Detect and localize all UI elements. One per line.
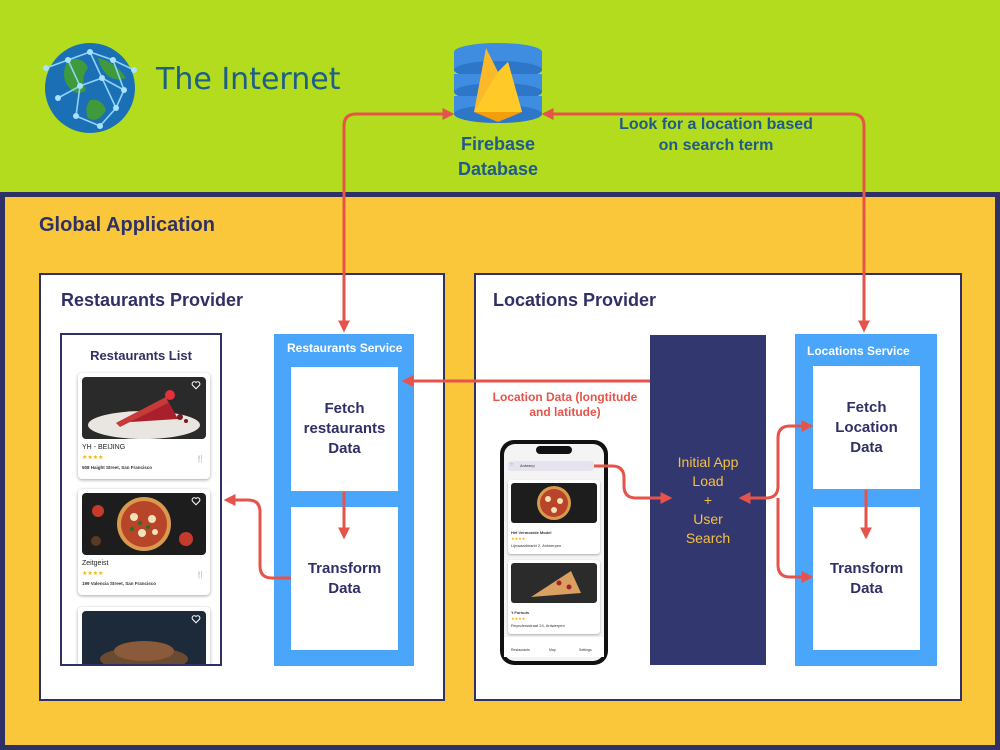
restaurant-name: YH - BEIJING bbox=[82, 444, 126, 451]
step-line: Data bbox=[328, 579, 361, 597]
initial-line: Search bbox=[685, 529, 731, 546]
restaurants-service-title: Restaurants Service bbox=[287, 341, 403, 355]
fetch-location-data-step: Fetch Location Data bbox=[813, 366, 920, 489]
restaurant-name: Zeitgeist bbox=[82, 560, 109, 567]
fetch-restaurants-data-step: Fetch restaurants Data bbox=[291, 367, 398, 491]
initial-line: + bbox=[703, 491, 713, 508]
restaurant-card[interactable]: Zeitgeist ★★★★ 199 Valencia Street, San … bbox=[78, 489, 210, 595]
phone-restaurant-card[interactable]: Het Vermoeide Model ★★★★ Lijnwaadmarkt 2… bbox=[508, 480, 600, 554]
firebase-database-label: Firebase Database bbox=[430, 132, 566, 182]
phone-restaurant-card[interactable]: 't Fornuis ★★★★ Reyndersstraat 24, Antwe… bbox=[508, 560, 600, 634]
phone-restaurant-name: Het Vermoeide Model bbox=[511, 530, 552, 535]
restaurants-list-title: Restaurants List bbox=[90, 348, 192, 363]
heart-icon[interactable] bbox=[191, 496, 201, 506]
transform-location-data-step: Transform Data bbox=[813, 507, 920, 650]
initial-line: Initial App bbox=[677, 453, 739, 470]
restaurant-address: 199 Valencia Street, San Francisco bbox=[82, 581, 157, 586]
initial-line: Load bbox=[692, 472, 724, 489]
restaurant-photo-dish bbox=[82, 611, 206, 664]
step-line: Fetch bbox=[846, 398, 887, 416]
initial-load-user-search-column: Initial App Load + User Search bbox=[650, 335, 766, 665]
step-line: Data bbox=[328, 440, 361, 457]
phone-restaurant-address: Reyndersstraat 24, Antwerpen bbox=[511, 623, 565, 628]
initial-line: User bbox=[693, 510, 723, 527]
step-line: Transform bbox=[307, 559, 382, 577]
phone-restaurant-name: 't Fornuis bbox=[511, 610, 530, 615]
database-label-line2: Database bbox=[457, 159, 539, 179]
database-label-line1: Firebase bbox=[460, 134, 536, 154]
fork-knife-icon: 🍴 bbox=[196, 456, 205, 463]
restaurant-rating: ★★★★ bbox=[82, 455, 104, 461]
locations-service-title: Locations Service bbox=[807, 344, 910, 358]
restaurant-rating: ★★★★ bbox=[82, 571, 104, 577]
globe-network-icon bbox=[43, 43, 137, 133]
restaurant-photo-cake bbox=[82, 377, 206, 439]
phone-restaurant-photo bbox=[511, 563, 597, 603]
heart-icon[interactable] bbox=[191, 614, 201, 624]
restaurant-card[interactable]: YH - BEIJING ★★★★ 508 Haight Street, San… bbox=[78, 373, 210, 479]
restaurant-photo-pizza bbox=[82, 493, 206, 555]
phone-restaurant-photo bbox=[511, 483, 597, 523]
step-line: Fetch bbox=[324, 400, 365, 417]
step-line: restaurants bbox=[303, 420, 386, 437]
search-note-line2: on search term bbox=[658, 137, 774, 154]
nav-map-tab[interactable]: Map bbox=[549, 648, 556, 652]
firebase-database-icon bbox=[454, 43, 542, 123]
phone-restaurant-rating: ★★★★ bbox=[511, 616, 526, 621]
restaurant-card[interactable] bbox=[78, 607, 210, 664]
location-data-label: Location Data (longtitude and latitude) bbox=[480, 390, 650, 420]
transform-restaurants-data-step: Transform Data bbox=[291, 507, 398, 650]
search-icon: ♡ bbox=[510, 462, 514, 467]
fork-knife-icon: 🍴 bbox=[196, 572, 205, 579]
nav-restaurants-tab[interactable]: Restaurants bbox=[511, 648, 530, 652]
step-line: Transform bbox=[829, 559, 904, 577]
step-line: Data bbox=[850, 579, 883, 597]
location-data-line2: and latitude) bbox=[529, 405, 601, 419]
search-lookup-label: Look for a location based on search term bbox=[596, 114, 836, 156]
heart-icon[interactable] bbox=[191, 380, 201, 390]
phone-search-value: Antwerp bbox=[520, 463, 535, 468]
search-note-line1: Look for a location based bbox=[619, 116, 813, 133]
phone-restaurant-rating: ★★★★ bbox=[511, 536, 526, 541]
nav-settings-tab[interactable]: Settings bbox=[579, 648, 592, 652]
restaurants-list-panel: YH - BEIJING ★★★★ 508 Haight Street, San… bbox=[60, 333, 222, 666]
phone-restaurant-address: Lijnwaadmarkt 2, Antwerpen bbox=[511, 543, 562, 548]
phone-bottom-nav bbox=[504, 637, 604, 657]
restaurants-provider-title: Restaurants Provider bbox=[61, 290, 244, 310]
locations-provider-title: Locations Provider bbox=[493, 290, 657, 310]
step-line: Data bbox=[850, 438, 883, 456]
restaurant-address: 508 Haight Street, San Francisco bbox=[82, 465, 153, 470]
internet-title: The Internet bbox=[156, 62, 341, 97]
phone-search-input[interactable] bbox=[508, 461, 594, 471]
global-application-title: Global Application bbox=[39, 214, 215, 236]
phone-notch bbox=[536, 446, 572, 454]
location-data-line1: Location Data (longtitude bbox=[492, 390, 638, 404]
step-line: Location bbox=[835, 418, 898, 436]
